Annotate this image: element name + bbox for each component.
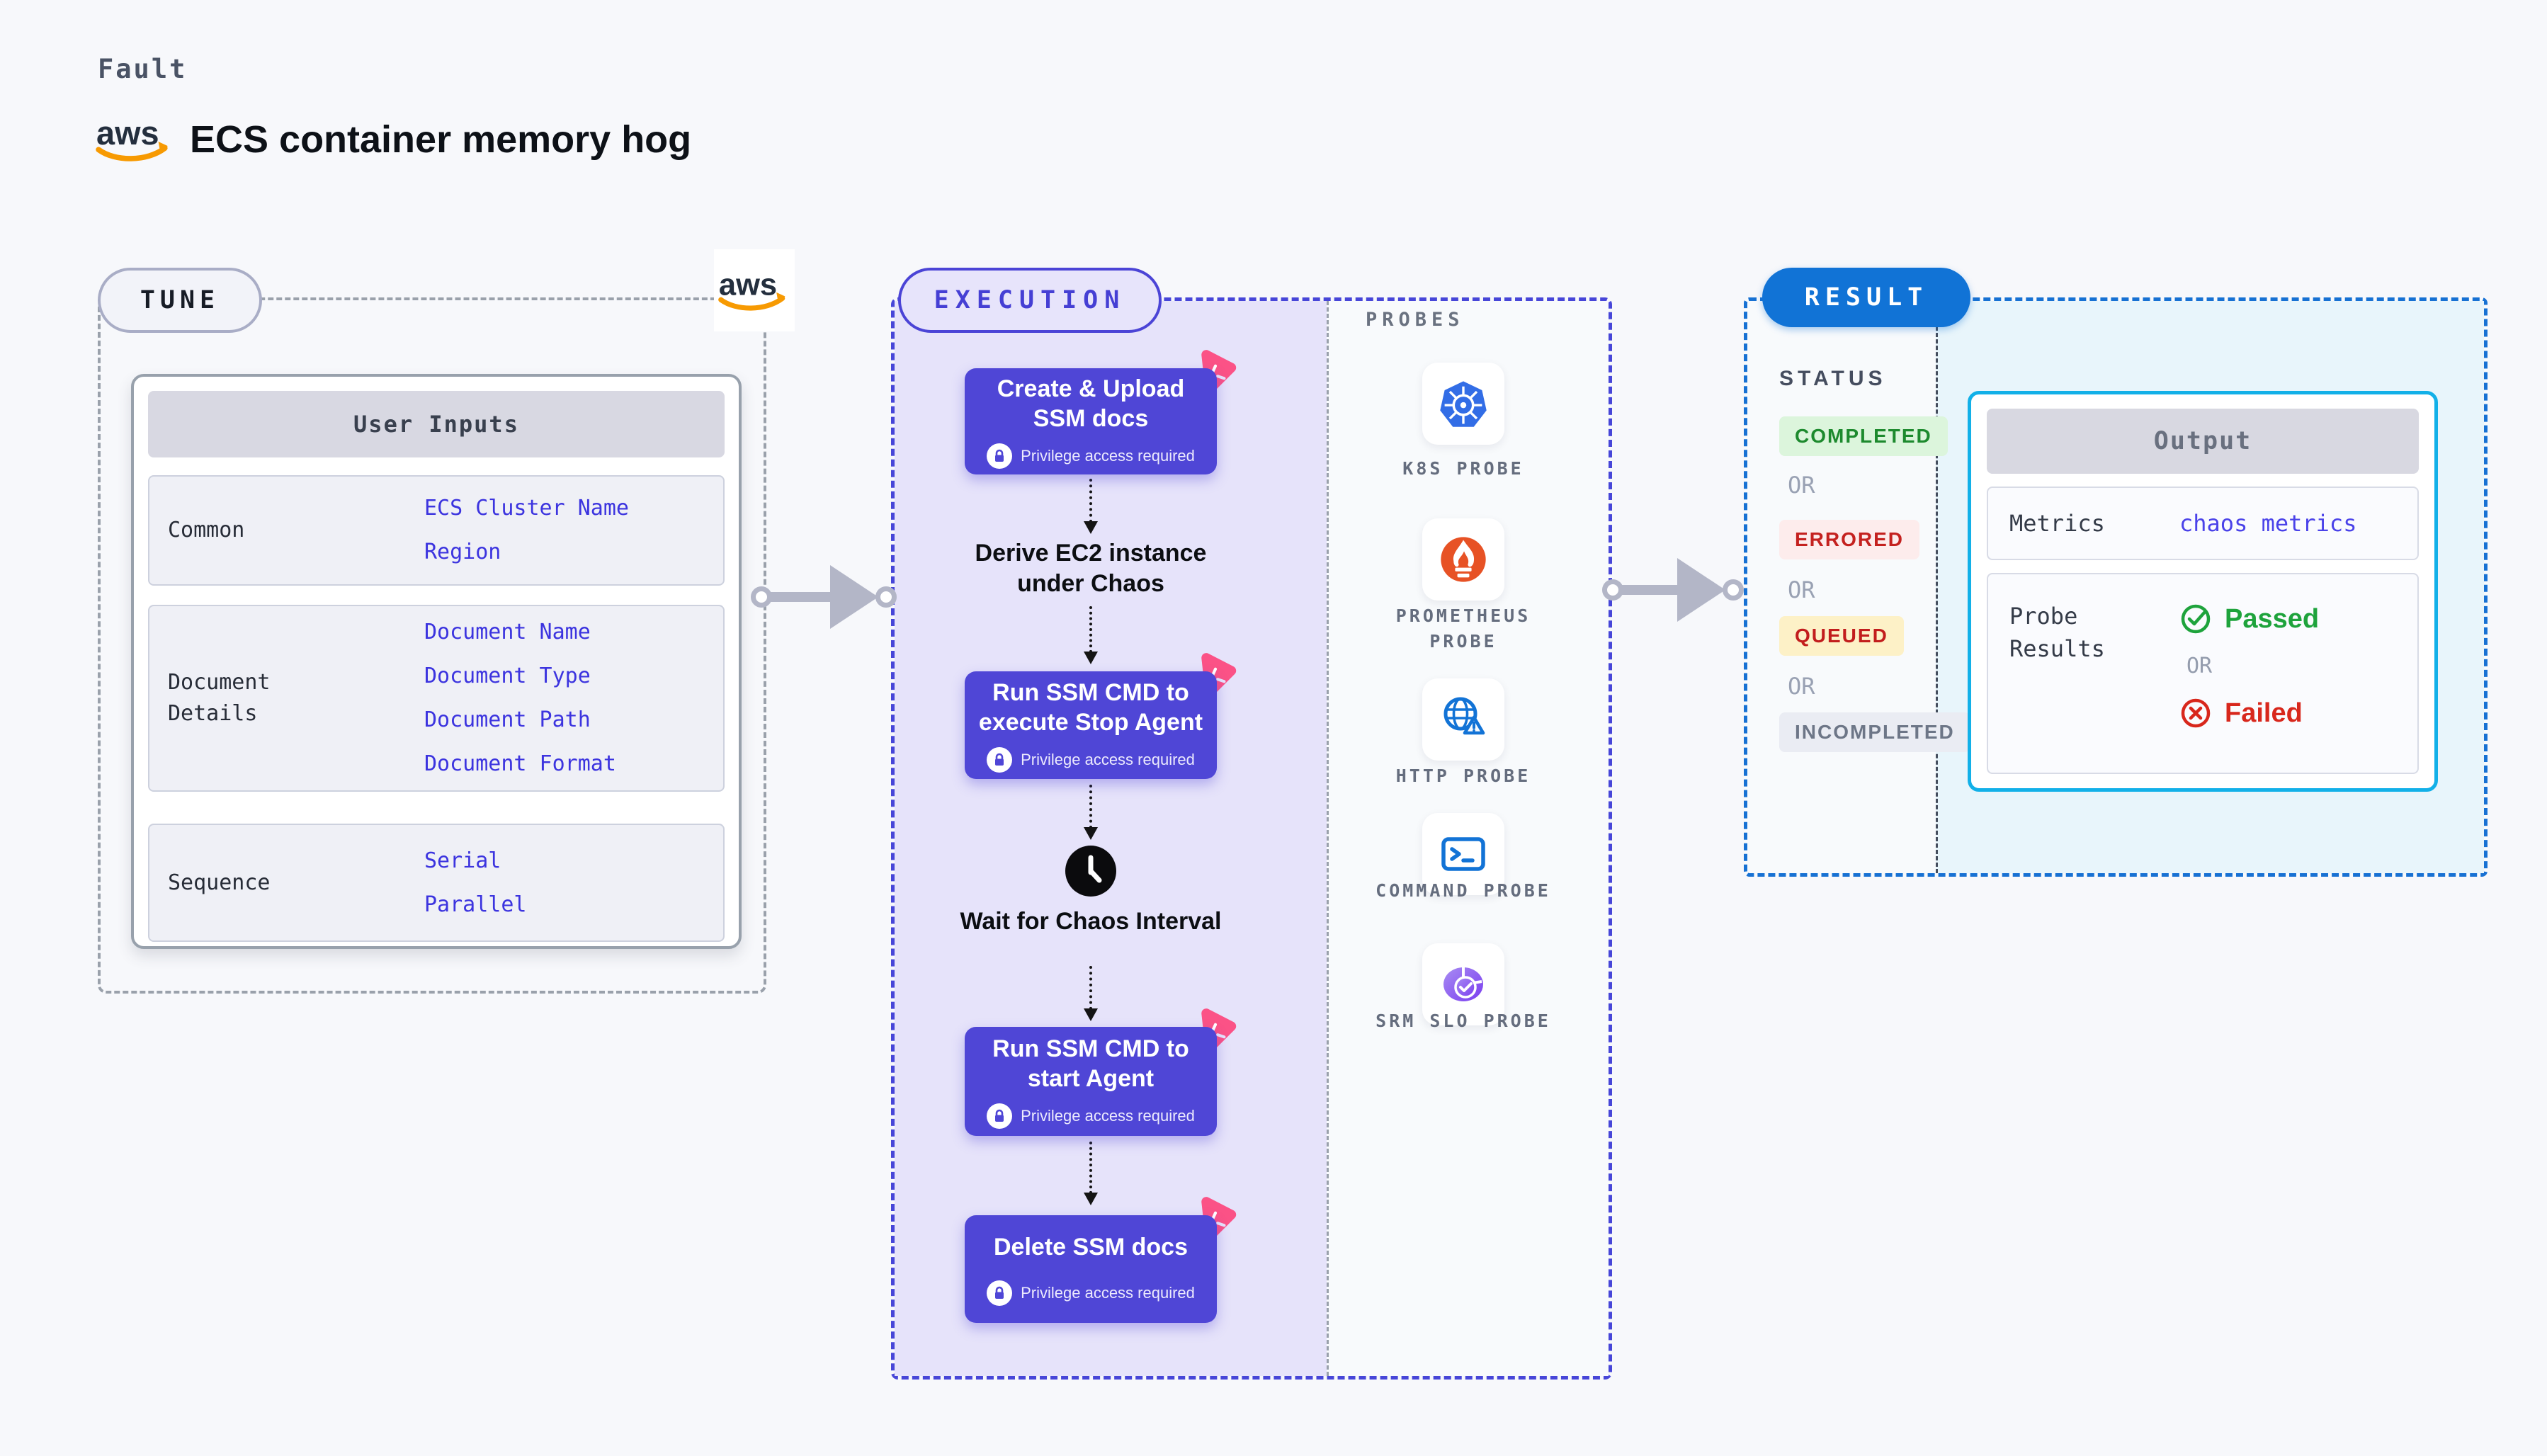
execution-pill: EXECUTION — [898, 268, 1162, 333]
status-title: STATUS — [1779, 367, 1887, 390]
probe-label-command: COMMAND PROBE — [1375, 880, 1551, 901]
input-value: Document Format — [424, 751, 616, 776]
user-inputs-row-sequence: Sequence Serial Parallel — [148, 824, 725, 942]
row-label: Common — [168, 518, 245, 542]
probes-title: PROBES — [1366, 309, 1465, 331]
row-values: Serial Parallel — [359, 825, 527, 940]
input-value: Document Name — [424, 620, 591, 644]
input-value: ECS Cluster Name — [424, 496, 629, 521]
connector-arrow-icon — [1084, 785, 1098, 840]
input-value: Document Path — [424, 707, 591, 732]
arrow-right-icon — [751, 565, 897, 629]
step-card-run-ssm-start-agent: Run SSM CMD to start Agent Privilege acc… — [965, 1027, 1217, 1136]
tune-pill: TUNE — [98, 268, 262, 333]
tune-group-box — [98, 297, 766, 994]
input-value: Serial — [424, 848, 501, 873]
probe-card-srm-slo — [1422, 943, 1504, 1025]
probe-results-row: Probe Results Passed OR Failed — [1987, 573, 2419, 774]
status-or-label: OR — [1788, 673, 1815, 700]
status-or-label: OR — [1788, 472, 1815, 499]
lock-icon — [987, 1103, 1013, 1129]
lock-icon — [987, 1280, 1013, 1306]
passed-label: Passed — [2225, 603, 2320, 634]
step-title: Run SSM CMD to start Agent — [992, 1035, 1189, 1092]
probe-card-prometheus — [1422, 518, 1504, 601]
user-inputs-row-common: Common ECS Cluster Name Region — [148, 475, 725, 586]
lock-icon — [987, 747, 1013, 773]
aws-target-patch: aws — [714, 249, 795, 331]
svg-text:aws: aws — [719, 268, 777, 302]
step-title: Create & Upload SSM docs — [997, 375, 1185, 432]
aws-logo-text: aws — [96, 115, 159, 152]
probe-results-values: Passed OR Failed — [2179, 600, 2319, 729]
status-or-label: OR — [1788, 576, 1815, 603]
page-title: ECS container memory hog — [190, 118, 692, 161]
aws-logo-icon: aws — [96, 115, 168, 161]
status-badge-incompleted: INCOMPLETED — [1779, 712, 1970, 752]
input-value: Parallel — [424, 892, 527, 917]
probe-label-http: HTTP PROBE — [1395, 766, 1531, 786]
step-wait-chaos-text: Wait for Chaos Interval — [960, 908, 1222, 935]
row-values: Document Name Document Type Document Pat… — [359, 606, 616, 790]
step-derive-ec2-text: Derive EC2 instance under Chaos — [975, 540, 1207, 597]
user-inputs-row-document-details: Document Details Document Name Document … — [148, 605, 725, 792]
execution-group-box — [891, 297, 1612, 1380]
output-or-label: OR — [2186, 654, 2213, 678]
lock-icon — [987, 443, 1013, 469]
privilege-note: Privilege access required — [987, 747, 1195, 773]
srm-slo-icon — [1443, 967, 1483, 1001]
row-label: Document Details — [168, 670, 271, 726]
step-card-create-upload-ssm-docs: Create & Upload SSM docs Privilege acces… — [965, 368, 1217, 474]
connector-arrow-icon — [1084, 606, 1098, 664]
probe-card-k8s — [1422, 363, 1504, 445]
connector-arrow-icon — [1084, 479, 1098, 534]
row-label: Sequence — [168, 870, 271, 895]
aws-logo-icon: aws — [718, 268, 785, 311]
x-circle-icon — [2181, 698, 2211, 728]
row-values: ECS Cluster Name Region — [359, 477, 629, 584]
result-pill: RESULT — [1762, 268, 1970, 327]
status-badge-queued: QUEUED — [1779, 616, 1904, 656]
step-title: Delete SSM docs — [994, 1234, 1188, 1261]
output-title: Output — [1987, 409, 2419, 474]
metrics-label: Metrics — [2009, 510, 2105, 537]
probe-label-prometheus: PROMETHEUS PROBE — [1395, 605, 1531, 652]
connector-arrow-icon — [1084, 1142, 1098, 1205]
http-globe-icon — [1443, 697, 1485, 735]
user-inputs-title: User Inputs — [148, 391, 725, 457]
clock-icon — [1065, 846, 1116, 897]
metrics-row: Metrics chaos metrics — [1987, 487, 2419, 560]
step-title: Run SSM CMD to execute Stop Agent — [978, 679, 1203, 736]
user-inputs-card: User Inputs Common ECS Cluster Name Regi… — [131, 374, 742, 949]
prometheus-icon — [1441, 537, 1486, 582]
probe-results-label: Probe Results — [2009, 603, 2105, 662]
status-badge-completed: COMPLETED — [1779, 416, 1948, 456]
output-card: Output Metrics chaos metrics Probe Resul… — [1968, 391, 2438, 792]
kubernetes-icon — [1440, 381, 1487, 427]
connector-arrow-icon — [1084, 966, 1098, 1021]
input-value: Document Type — [424, 664, 591, 688]
probe-card-http — [1422, 678, 1504, 761]
fault-kind-label: Fault — [98, 54, 188, 84]
execution-steps-panel — [895, 301, 1327, 1376]
failed-label: Failed — [2225, 698, 2303, 728]
step-card-delete-ssm-docs: Delete SSM docs Privilege access require… — [965, 1215, 1217, 1323]
command-terminal-icon — [1441, 837, 1485, 871]
step-card-run-ssm-stop-agent: Run SSM CMD to execute Stop Agent Privil… — [965, 671, 1217, 779]
input-value: Region — [424, 540, 501, 564]
check-circle-icon — [2181, 604, 2211, 634]
failed-line: Failed — [2179, 697, 2319, 729]
privilege-note: Privilege access required — [987, 1103, 1195, 1129]
status-badge-errored: ERRORED — [1779, 520, 1920, 559]
arrow-right-icon — [1602, 558, 1744, 622]
probe-label-k8s: K8S PROBE — [1402, 458, 1524, 479]
privilege-note: Privilege access required — [987, 1280, 1195, 1306]
privilege-note: Privilege access required — [987, 443, 1195, 469]
metrics-value: chaos metrics — [2179, 510, 2357, 537]
probe-card-command — [1422, 813, 1504, 895]
probe-label-srm-slo: SRM SLO PROBE — [1375, 1011, 1551, 1031]
passed-line: Passed — [2179, 603, 2319, 635]
